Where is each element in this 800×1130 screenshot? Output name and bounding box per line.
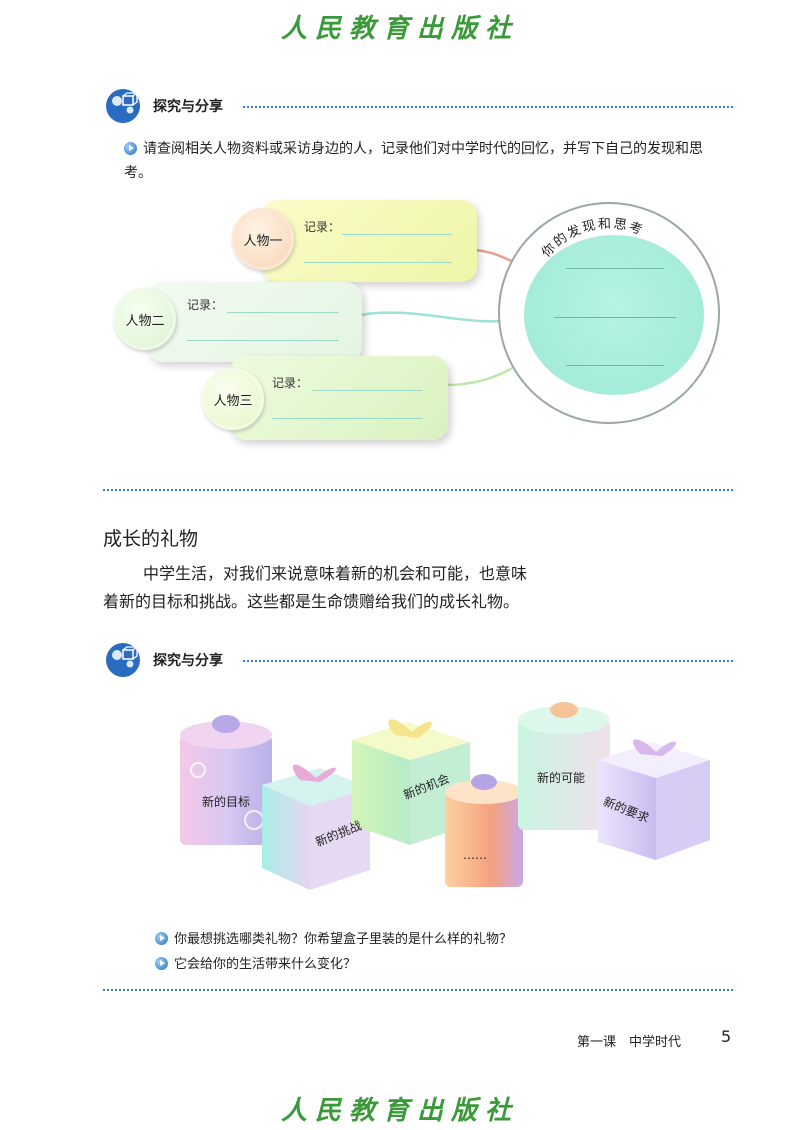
gift-box-5 <box>518 702 610 830</box>
record-label: 记录： <box>304 220 341 234</box>
gifts-paragraph: 中学生活，对我们来说意味着新的机会和可能，也意味 着新的目标和挑战。这些都是生命… <box>103 560 663 616</box>
section-title: 探究与分享 <box>153 653 223 669</box>
gift-box-6 <box>598 739 710 860</box>
write-line <box>304 262 452 263</box>
gift-label-possibility: 新的可能 <box>537 771 586 785</box>
bullet-arrow-icon <box>155 932 168 945</box>
person-1-badge: 人物一 <box>232 208 294 270</box>
question-text: 它会给你的生活带来什么变化？ <box>174 957 357 972</box>
section-heading: 成长的礼物 <box>103 528 199 550</box>
section-header-explore-share-2: 探究与分享 <box>103 642 733 678</box>
question-text: 你最想挑选哪类礼物？你希望盒子里装的是什么样的礼物？ <box>174 932 513 947</box>
write-line <box>272 418 422 419</box>
write-line <box>187 340 339 341</box>
footer-lesson-label: 第一课 中学时代 <box>577 1035 682 1050</box>
paragraph-line-2: 着新的目标和挑战。这些都是生命馈赠给我们的成长礼物。 <box>103 592 520 611</box>
page-number: 5 <box>721 1027 732 1046</box>
gift-boxes-illustration <box>180 702 710 890</box>
question-1: 你最想挑选哪类礼物？你希望盒子里装的是什么样的礼物？ <box>155 928 512 947</box>
instruction-text: 请查阅相关人物资料或采访身边的人，记录他们对中学时代的回忆，并写下自己的发现和思… <box>124 141 703 181</box>
section-dotted-rule <box>243 660 733 662</box>
section-divider-bottom <box>103 989 733 991</box>
section-dotted-rule <box>243 106 733 108</box>
explore-share-icon <box>106 643 140 677</box>
record-label: 记录： <box>272 376 309 390</box>
circle-write-line <box>554 317 676 318</box>
write-line <box>312 390 422 391</box>
gift-label-goal: 新的目标 <box>202 795 251 809</box>
section-divider <box>103 489 733 491</box>
publisher-watermark-top: 人民教育出版社 <box>280 14 519 44</box>
record-card-1: 记录： <box>262 200 477 282</box>
person-3-badge: 人物三 <box>202 368 264 430</box>
explore-share-icon <box>106 89 140 123</box>
paragraph-line-1: 中学生活，对我们来说意味着新的机会和可能，也意味 <box>143 564 528 583</box>
gift-box-1 <box>180 715 272 845</box>
publisher-watermark-bottom: 人民教育出版社 <box>280 1096 519 1126</box>
write-line <box>342 234 452 235</box>
section-title: 探究与分享 <box>153 99 223 115</box>
circle-write-line <box>566 268 664 269</box>
person-2-badge: 人物二 <box>114 288 176 350</box>
bullet-arrow-icon <box>155 957 168 970</box>
record-card-2: 记录： <box>147 282 362 362</box>
question-2: 它会给你的生活带来什么变化？ <box>155 953 356 972</box>
record-label: 记录： <box>187 298 224 312</box>
circle-title-arc: 你的发现和思考 <box>539 217 646 261</box>
record-card-3: 记录： <box>230 356 448 440</box>
gift-label-ellipsis: …… <box>463 848 487 862</box>
bullet-arrow-icon <box>124 142 137 155</box>
section-header-explore-share-1: 探究与分享 <box>103 88 733 124</box>
gift-box-4 <box>445 774 523 887</box>
circle-title: 你的发现和思考 <box>539 217 644 261</box>
svg-text:你的发现和思考: 你的发现和思考 <box>539 217 646 261</box>
write-line <box>227 312 339 313</box>
circle-write-line <box>566 365 664 366</box>
instruction-paragraph: 请查阅相关人物资料或采访身边的人，记录他们对中学时代的回忆，并写下自己的发现和思… <box>124 137 724 185</box>
findings-circle-inner <box>524 235 704 395</box>
